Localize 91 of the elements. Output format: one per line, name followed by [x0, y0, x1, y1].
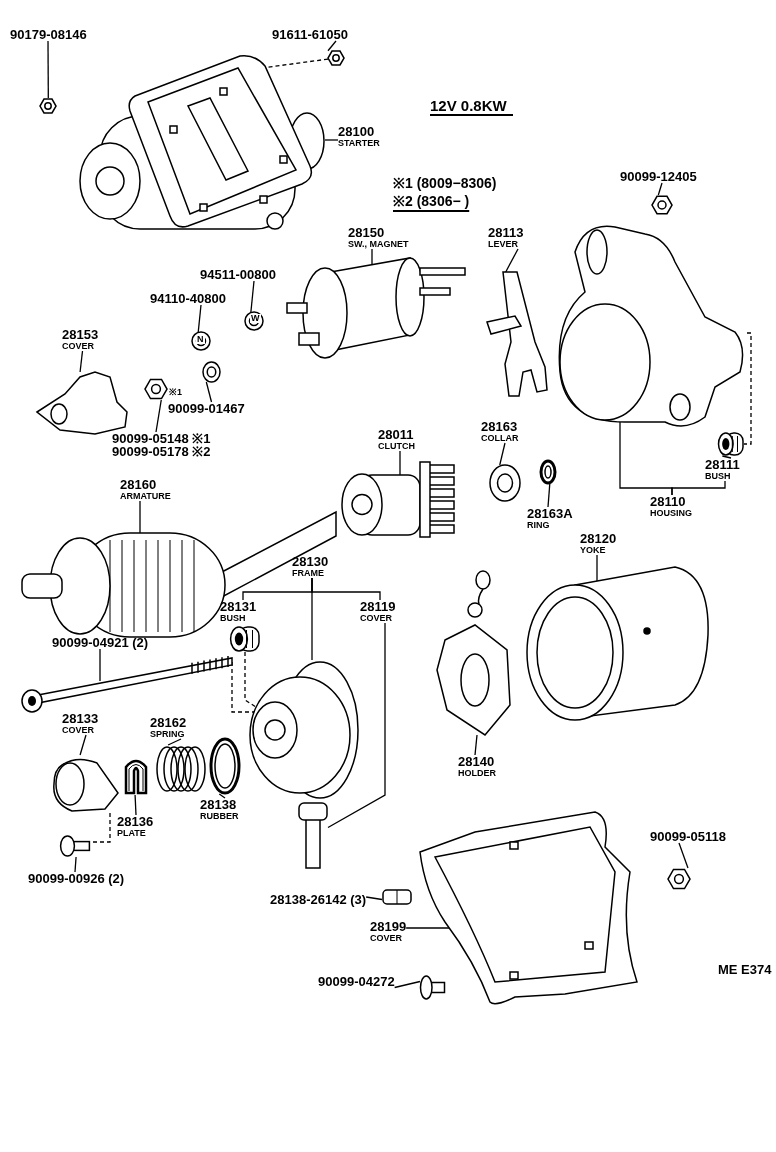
leader-line — [79, 350, 84, 373]
leader-line — [139, 500, 141, 535]
part-marking: W — [250, 314, 261, 323]
applicability-note: ※1 (8009−8306) — [393, 176, 497, 190]
part-marking: ※1 — [168, 388, 183, 397]
part-name: COLLAR — [481, 434, 519, 443]
part-number: 28130 — [292, 555, 329, 568]
part-number: 28140 — [458, 755, 496, 768]
leader-line — [244, 651, 257, 708]
part-number: 28131 — [220, 600, 257, 613]
leader-line — [197, 304, 202, 333]
part-number: 90099-05118 — [650, 830, 726, 843]
leader-line — [505, 248, 519, 273]
part-number: 28150 — [348, 226, 386, 239]
leader-line — [547, 483, 551, 508]
part-number: 90099-01467 — [168, 402, 245, 415]
part-number: 28163A — [527, 507, 573, 520]
figure-code: ME E374 — [718, 963, 772, 976]
leader-line — [671, 480, 726, 496]
part-number: 90099-04272 — [318, 975, 395, 988]
part-name: HOUSING — [650, 509, 692, 518]
part-number: 28011 — [378, 428, 415, 441]
leader-line — [79, 734, 87, 756]
leader-line — [74, 856, 77, 873]
part-number: 90099-12405 — [620, 170, 697, 183]
leader-line — [499, 442, 506, 466]
part-name: COVER — [62, 342, 95, 351]
part-number: 28100 — [338, 125, 376, 138]
part-number: 28199 — [370, 920, 407, 933]
part-number: 90179-08146 — [10, 28, 87, 41]
leader-line — [721, 455, 732, 459]
title: 12V 0.8KW — [430, 98, 513, 116]
part-marking: N — [196, 335, 205, 344]
part-number: 94110-40800 — [150, 292, 226, 305]
part-number: 28110 — [650, 495, 687, 508]
leader-line — [399, 450, 401, 476]
leader-line — [250, 280, 255, 313]
part-name: RUBBER — [200, 812, 239, 821]
part-name: CLUTCH — [378, 442, 415, 451]
part-name: COVER — [360, 614, 393, 623]
applicability-note: ※2 (8306− ) — [393, 194, 470, 208]
leader-line — [596, 554, 598, 582]
part-number: 28153 — [62, 328, 99, 341]
leader-line — [678, 842, 689, 869]
part-number: 28160 — [120, 478, 158, 491]
part-name: STARTER — [338, 139, 380, 148]
part-number: 94511-00800 — [200, 268, 276, 281]
part-name: LEVER — [488, 240, 519, 249]
leader-line — [474, 734, 478, 756]
part-name: COVER — [62, 726, 95, 735]
part-number: 28138 — [200, 798, 238, 811]
part-number: 28119 — [360, 600, 396, 613]
part-number: 90099-04921 (2) — [52, 636, 149, 649]
part-name: SW., MAGNET — [348, 240, 409, 249]
part-number: 28120 — [580, 532, 617, 545]
leader-line — [327, 622, 386, 829]
leader-line — [371, 248, 373, 266]
leader-line — [155, 399, 162, 433]
part-name: PLATE — [117, 829, 147, 838]
leader-line — [657, 182, 663, 196]
leader-line — [134, 794, 137, 816]
part-number: 91611-61050 — [272, 28, 348, 41]
part-name: BUSH — [220, 614, 247, 623]
part-number: 90099-00926 (2) — [28, 872, 125, 885]
part-number: 28162 — [150, 716, 187, 729]
part-name: BUSH — [705, 472, 732, 481]
leader-line — [218, 793, 226, 799]
part-number: 28138-26142 (3) — [270, 893, 367, 906]
part-number: 90099-05148 ※1 — [112, 432, 211, 445]
part-number: 28136 — [117, 815, 154, 828]
part-name: SPRING — [150, 730, 186, 739]
part-number: 28133 — [62, 712, 99, 725]
leader-line — [365, 896, 383, 901]
part-name: COVER — [370, 934, 403, 943]
part-name: HOLDER — [458, 769, 496, 778]
part-number: 28163 — [481, 420, 519, 433]
part-name: RING — [527, 521, 551, 530]
leader-line — [167, 738, 182, 746]
part-number: 28111 — [705, 458, 740, 471]
leader-line — [47, 40, 49, 99]
leader-line — [324, 139, 339, 141]
part-number: 90099-05178 ※2 — [112, 445, 211, 458]
part-name: FRAME — [292, 569, 325, 578]
part-name: YOKE — [580, 546, 607, 555]
leader-line — [327, 40, 337, 52]
leader-line — [311, 577, 381, 601]
part-number: 28113 — [488, 226, 524, 239]
part-name: ARMATURE — [120, 492, 171, 501]
leader-line — [743, 332, 752, 445]
leader-line — [394, 980, 421, 989]
leader-line — [205, 381, 213, 403]
